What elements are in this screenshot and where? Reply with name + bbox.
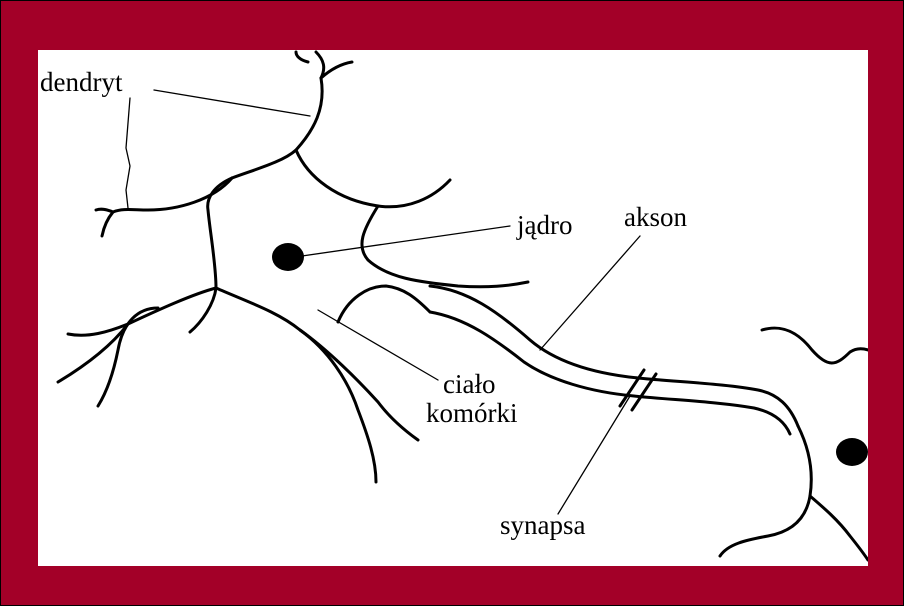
dendrite-top-branch [321, 62, 352, 78]
label-cialo: ciało [443, 371, 495, 398]
label-jadro: jądro [517, 212, 572, 239]
dendrite-left [102, 178, 232, 236]
diagram-canvas: dendryt jądro akson ciało komórki synaps… [38, 50, 868, 566]
leader-cialo [318, 310, 438, 380]
dendrite-left-branch [96, 209, 113, 212]
right-nucleus [836, 438, 868, 466]
dendrite-top [316, 52, 324, 78]
right-neuron-lower [810, 496, 868, 560]
label-akson: akson [624, 204, 687, 231]
label-dendryt: dendryt [40, 69, 122, 96]
nucleus [272, 243, 304, 271]
leader-dendryt-left [126, 98, 130, 208]
leader-akson [540, 236, 640, 350]
label-synapsa: synapsa [500, 512, 585, 539]
right-neuron-dendrite [720, 426, 811, 556]
leader-synapsa [558, 396, 630, 514]
dendrite-top-branch-2 [296, 52, 308, 62]
cell-body-lower [216, 288, 418, 440]
cell-body-outline [190, 78, 322, 332]
upper-dendrite-right [362, 206, 528, 287]
neuron-diagram [38, 50, 868, 566]
label-komorki: komórki [426, 400, 518, 427]
cell-body-top-edge [296, 150, 450, 207]
right-neuron-outline [762, 328, 868, 363]
dendrite-bottom [300, 330, 376, 482]
leader-jadro [302, 226, 510, 256]
leader-dendryt-top [154, 90, 310, 116]
axon-hillock [338, 286, 430, 322]
